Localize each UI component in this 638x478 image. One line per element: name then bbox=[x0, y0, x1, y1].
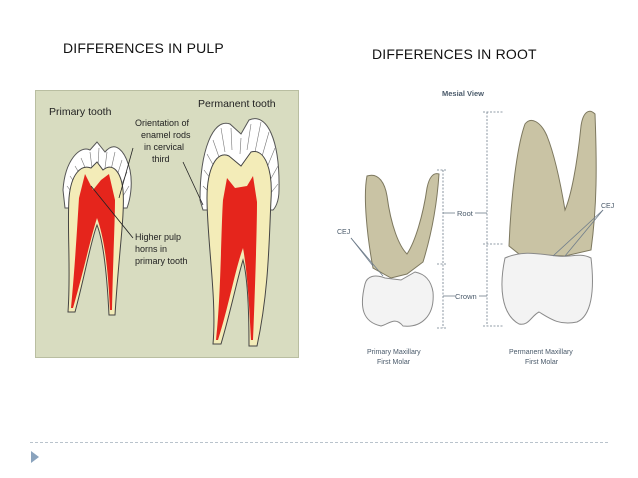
svg-text:Higher pulp: Higher pulp bbox=[135, 232, 181, 242]
slide-bullet-arrow-icon bbox=[31, 451, 39, 463]
svg-text:First Molar: First Molar bbox=[525, 359, 559, 366]
permanent-tooth-label: Permanent tooth bbox=[198, 98, 276, 110]
primary-molar-caption: Primary Maxillary First Molar bbox=[367, 349, 421, 366]
permanent-molar-caption: Permanent Maxillary First Molar bbox=[509, 349, 573, 366]
svg-text:Orientation of: Orientation of bbox=[135, 118, 190, 128]
cej-left-label: CEJ bbox=[337, 229, 350, 236]
svg-text:enamel rods: enamel rods bbox=[141, 130, 191, 140]
cej-right-label: CEJ bbox=[601, 203, 614, 210]
svg-text:First Molar: First Molar bbox=[377, 359, 411, 366]
crown-label: Crown bbox=[455, 292, 477, 301]
permanent-molar-crown bbox=[501, 252, 593, 325]
pulp-horns-note: Higher pulp horns in primary tooth bbox=[135, 232, 188, 266]
mesial-view-label: Mesial View bbox=[442, 89, 484, 98]
root-heading: DIFFERENCES IN ROOT bbox=[372, 46, 537, 62]
primary-molar-diagram bbox=[361, 173, 440, 327]
svg-text:Primary Maxillary: Primary Maxillary bbox=[367, 349, 421, 356]
primary-pulp bbox=[71, 174, 115, 310]
enamel-rods-note: Orientation of enamel rods in cervical t… bbox=[135, 118, 191, 164]
svg-text:Permanent Maxillary: Permanent Maxillary bbox=[509, 349, 573, 356]
svg-text:third: third bbox=[152, 154, 170, 164]
svg-text:horns in: horns in bbox=[135, 244, 167, 254]
pulp-comparison-illustration: Primary tooth Permanent tooth Orientatio… bbox=[35, 90, 299, 358]
primary-tooth-diagram bbox=[62, 141, 132, 316]
permanent-molar-root bbox=[508, 110, 597, 257]
primary-molar-crown bbox=[361, 271, 434, 327]
root-comparison-illustration: Mesial View Root Crown CEJ CEJ Primary M… bbox=[337, 89, 614, 366]
svg-text:in cervical: in cervical bbox=[144, 142, 184, 152]
permanent-tooth-diagram bbox=[199, 118, 280, 347]
permanent-pulp bbox=[216, 176, 257, 340]
footer-divider bbox=[30, 442, 608, 443]
primary-molar-root bbox=[364, 173, 440, 279]
svg-text:primary tooth: primary tooth bbox=[135, 256, 188, 266]
pulp-heading: DIFFERENCES IN PULP bbox=[63, 40, 224, 56]
permanent-molar-diagram bbox=[501, 110, 597, 325]
root-label: Root bbox=[457, 209, 474, 218]
primary-tooth-label: Primary tooth bbox=[49, 106, 112, 118]
